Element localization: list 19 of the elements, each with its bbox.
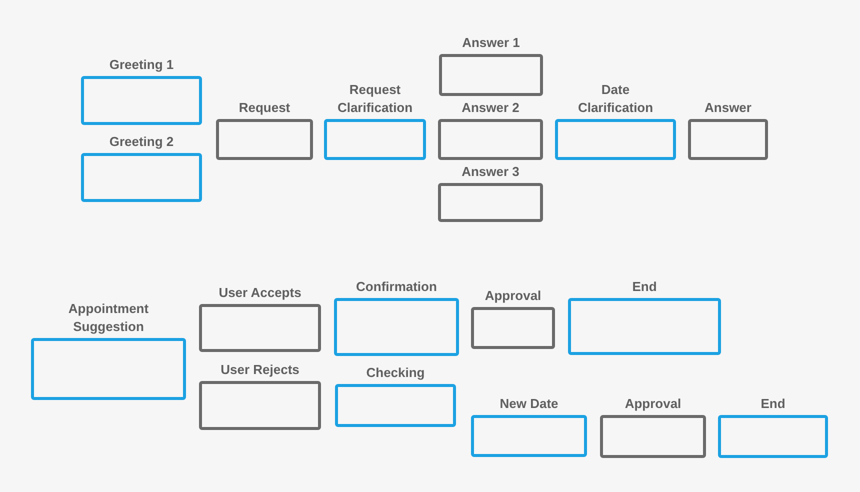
box-heading: Approval: [624, 395, 682, 413]
box-heading: End: [632, 278, 657, 296]
box-heading: Checking: [366, 364, 425, 382]
box-heading: Answer: [704, 99, 752, 117]
box-heading: Greeting 1: [109, 56, 174, 74]
box-heading: End: [760, 395, 786, 413]
box-heading: Answer 2: [462, 99, 520, 117]
box-heading: Request Clarification: [336, 81, 414, 117]
box-heading: Confirmation: [356, 278, 437, 296]
box-heading: Date Clarification: [576, 81, 654, 117]
box-heading: Answer 1: [462, 34, 520, 52]
box-heading: Appointment Suggestion: [67, 300, 150, 336]
box-heading: Approval: [484, 287, 542, 305]
box-heading: Request: [238, 99, 290, 117]
box-heading: Answer 3: [462, 163, 520, 181]
box-heading: User Accepts: [218, 284, 302, 302]
box-heading: User Rejects: [220, 361, 300, 379]
box-heading: Greeting 2: [109, 133, 174, 151]
box-heading: New Date: [500, 395, 558, 413]
